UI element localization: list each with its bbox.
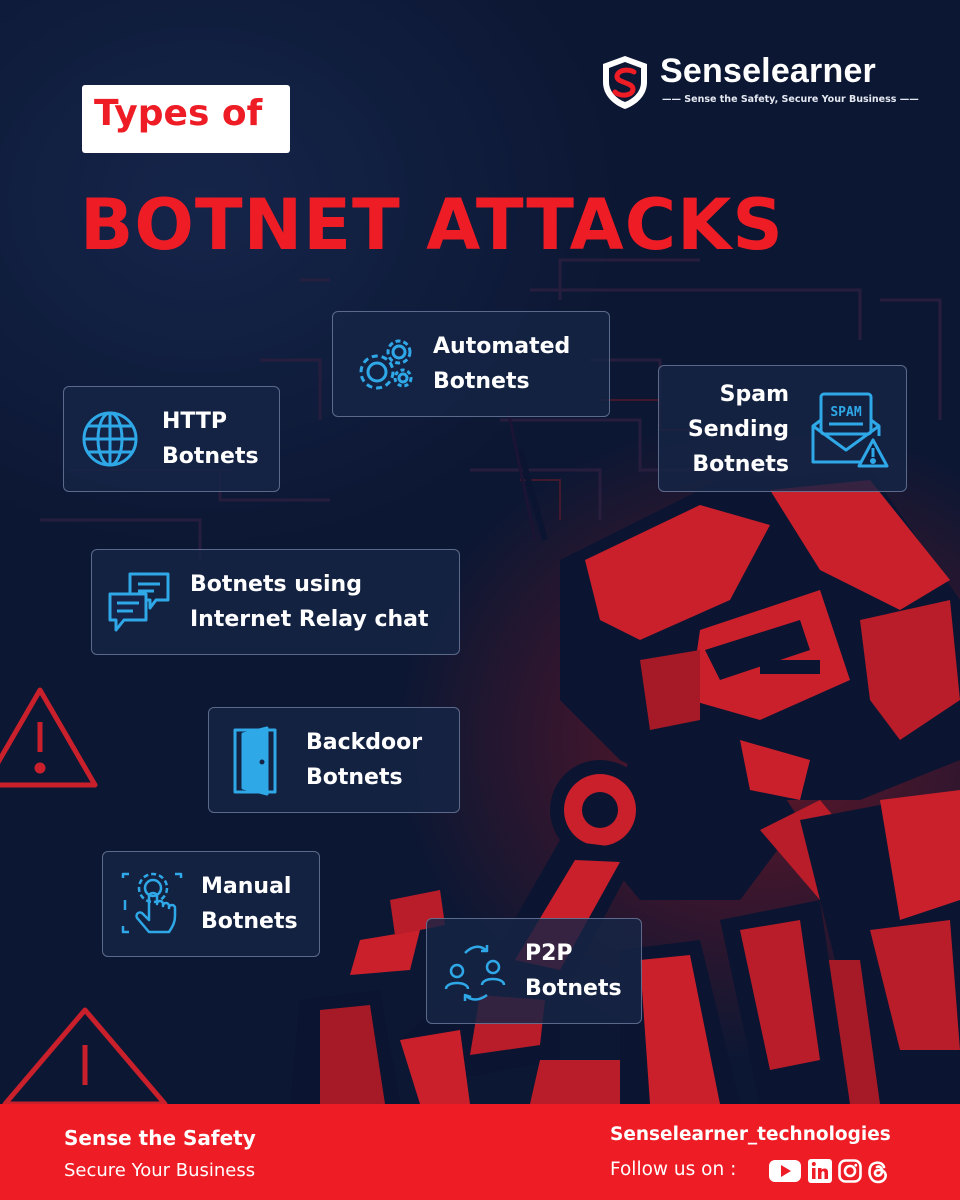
card-backdoor-botnets: Backdoor Botnets [208, 707, 460, 813]
spam-icon-text: SPAM [830, 405, 861, 420]
title-prefix: Types of [94, 93, 263, 134]
card-label: Botnets using Internet Relay chat [190, 572, 429, 632]
card-manual-botnets: Manual Botnets [102, 851, 320, 957]
footer-bar: Sense the Safety Secure Your Business Se… [0, 1104, 960, 1200]
card-label: Manual Botnets [201, 874, 298, 934]
open-door-icon [233, 726, 277, 796]
page-title: BOTNET ATTACKS [80, 184, 784, 266]
card-label: HTTP Botnets [162, 409, 259, 469]
card-spam-sending-botnets: Spam Sending Botnets SPAM [658, 365, 907, 492]
shield-logo-icon [603, 56, 647, 109]
card-label: P2P Botnets [525, 941, 622, 1001]
linkedin-icon[interactable] [808, 1158, 832, 1184]
footer-slogan-line1: Sense the Safety [64, 1126, 256, 1150]
card-label: Automated Botnets [433, 334, 571, 394]
card-irc-botnets: Botnets using Internet Relay chat [91, 549, 460, 655]
brand-name: Senselearner [660, 52, 876, 90]
chat-bubbles-icon [108, 572, 170, 632]
social-handle[interactable]: Senselearner_technologies [610, 1124, 891, 1145]
card-http-botnets: HTTP Botnets [63, 386, 280, 492]
card-p2p-botnets: P2P Botnets [426, 918, 642, 1024]
brand-tagline: —— Sense the Safety, Secure Your Busines… [662, 94, 919, 105]
follow-us-label: Follow us on : [610, 1159, 737, 1180]
footer-slogan-line2: Secure Your Business [64, 1160, 256, 1181]
globe-icon [82, 411, 138, 467]
spam-envelope-icon: SPAM [811, 392, 889, 468]
robot-silhouette [290, 409, 960, 1104]
threads-icon[interactable] [866, 1158, 890, 1184]
gears-icon [359, 339, 413, 390]
card-label: Spam Sending Botnets [687, 382, 789, 477]
instagram-icon[interactable] [838, 1158, 862, 1184]
brand-logo: Senselearner —— Sense the Safety, Secure… [600, 52, 919, 112]
warning-sign-bottom [2, 1007, 168, 1107]
warning-sign-left [0, 687, 98, 788]
card-label: Backdoor Botnets [306, 730, 423, 790]
card-automated-botnets: Automated Botnets [332, 311, 610, 417]
hand-gear-icon [121, 872, 183, 934]
youtube-icon[interactable] [768, 1158, 802, 1184]
peer-network-icon [444, 945, 506, 1001]
title-prefix-box: Types of [82, 85, 290, 153]
